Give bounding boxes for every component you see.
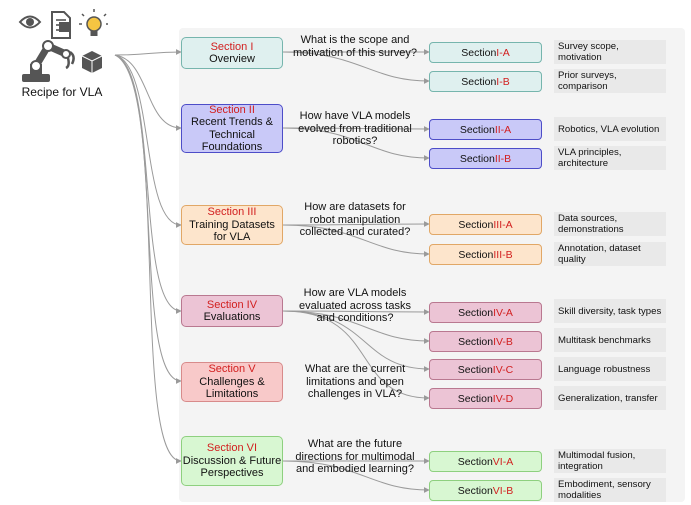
connector-recipe-s3 [114,54,182,228]
section-label: Section III [207,206,257,219]
section-ii-box: Section II Recent Trends & Technical Fou… [181,104,283,153]
section-v-box: Section V Challenges & Limitations [181,362,283,402]
section-i-question: What is the scope and motivation of this… [292,34,418,59]
document-icon [51,11,71,39]
section-name: Training Datasets for VLA [189,218,275,244]
section-label: Section VI [206,442,258,455]
section-iv-box: Section IV Evaluations [181,295,283,327]
section-ii-a-box: Section II-A [429,119,542,140]
section-label: Section I [210,40,254,53]
section-iv-a-desc: Skill diversity, task types [554,299,666,323]
section-iv-d-desc: Generalization, transfer [554,386,666,410]
section-label: Section II [209,103,255,116]
lightbulb-icon [79,9,108,36]
recipe-title: Recipe for VLA [21,85,103,99]
section-v-question: What are the current limitations and ope… [304,363,406,400]
section-iv-a-box: Section IV-A [429,302,542,323]
section-name: Discussion & Future Perspectives [182,454,282,480]
section-iii-b-box: Section III-B [429,244,542,265]
section-iii-b-desc: Annotation, dataset quality [554,242,666,266]
connector-s3-a [282,221,430,228]
section-iv-d-box: Section IV-D [429,388,542,409]
section-iii-box: Section III Training Datasets for VLA [181,205,283,245]
section-iii-question: How are datasets for robot manipulation … [299,201,411,238]
connector-s4-b [282,310,430,344]
section-ii-question: How have VLA models evolved from traditi… [298,110,412,147]
eye-icon [18,15,42,29]
connector-s2-b [282,127,430,161]
section-ii-b-desc: VLA principles, architecture [554,146,666,170]
section-i-box: Section I Overview [181,37,283,69]
connector-s1-b [282,51,430,84]
robot-arm-icon [22,40,103,82]
section-iv-c-desc: Language robustness [554,357,666,381]
section-i-b-box: Section I-B [429,71,542,92]
section-iii-a-desc: Data sources, demonstrations [554,212,666,236]
section-iii-a-box: Section III-A [429,214,542,235]
section-vi-b-desc: Embodiment, sensory modalities [554,478,666,502]
connector-recipe-s6 [114,54,182,464]
section-ii-a-desc: Robotics, VLA evolution [554,117,666,141]
section-vi-b-box: Section VI-B [429,480,542,501]
section-i-a-desc: Survey scope, motivation [554,40,666,64]
section-label: Section IV [206,298,258,311]
section-ii-b-box: Section II-B [429,148,542,169]
section-i-a-box: Section I-A [429,42,542,63]
section-name: Challenges & Limitations [199,375,265,401]
connector-recipe-s2 [114,54,182,131]
section-label: Section V [208,363,256,376]
section-i-b-desc: Prior surveys, comparison [554,69,666,93]
connector-s2-a [282,125,430,132]
section-vi-box: Section VI Discussion & Future Perspecti… [181,436,283,486]
section-vi-a-desc: Multimodal fusion, integration [554,449,666,473]
connector-s4-a [282,308,430,315]
section-vi-question: What are the future directions for multi… [295,438,415,475]
section-iv-b-box: Section IV-B [429,331,542,352]
connector-s4-c [282,310,430,372]
connector-recipe-s1 [114,49,182,56]
connector-s3-b [282,224,430,257]
section-iv-c-box: Section IV-C [429,359,542,380]
connector-s6-b [282,460,430,493]
section-iv-b-desc: Multitask benchmarks [554,328,666,352]
section-iv-question: How are VLA models evaluated across task… [299,287,411,324]
section-name: Evaluations [203,311,261,323]
section-name: Recent Trends & Technical Foundations [191,116,273,153]
connector-s4-d [282,310,430,401]
section-name: Overview [209,53,255,65]
section-vi-a-box: Section VI-A [429,451,542,472]
recipe-illustration [18,8,108,84]
